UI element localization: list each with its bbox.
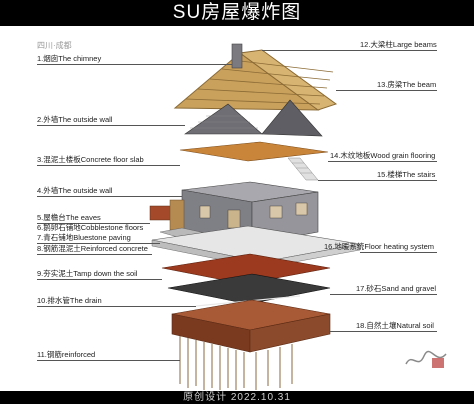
- label-floor-heating: 16.地暖系统Floor heating system: [324, 242, 435, 251]
- roof-beams: [173, 49, 338, 111]
- leader-line: [37, 306, 196, 307]
- region-label: 四川·成都: [37, 41, 72, 50]
- outside-wall-upper: [184, 99, 323, 137]
- leader-line: [336, 90, 437, 91]
- leader-line: [37, 223, 150, 224]
- tamp-soil: [161, 253, 331, 285]
- label-eaves: 5.屋檐台The eaves: [37, 213, 101, 222]
- leader-line: [330, 331, 437, 332]
- label-natural-soil: 18.自然土壤Natural soil: [356, 321, 434, 330]
- footer-bar: 原创设计 2022.10.31: [0, 391, 474, 404]
- label-reinforced: 11.钢筋reinforced: [37, 350, 96, 359]
- label-bluestone: 7.青石铺地Bluestone paving: [37, 233, 131, 242]
- label-outside-wall-lower: 4.外墙The outside wall: [37, 186, 113, 195]
- label-outside-wall-upper: 2.外墙The outside wall: [37, 115, 113, 124]
- leader-line: [318, 180, 437, 181]
- leader-line: [37, 64, 232, 65]
- leader-line: [328, 161, 437, 162]
- leader-line: [37, 243, 160, 244]
- label-chimney: 1.烟囱The chimney: [37, 54, 102, 63]
- leader-line: [330, 294, 437, 295]
- label-tamp-soil: 9.夯实泥土Tamp down the soil: [37, 269, 138, 278]
- leader-line: [360, 252, 437, 253]
- leader-line: [37, 196, 182, 197]
- leader-line: [262, 50, 437, 51]
- page-title: SU房屋爆炸图: [172, 2, 302, 23]
- footer-caption: 原创设计 2022.10.31: [183, 392, 291, 403]
- reinforcing-bars: [179, 336, 293, 390]
- leader-line: [37, 125, 185, 126]
- leader-line: [37, 279, 162, 280]
- wood-floor: [179, 141, 329, 162]
- natural-soil: [171, 299, 331, 353]
- label-wood-floor: 14.木纹地板Wood grain flooring: [330, 151, 436, 160]
- label-cobblestone: 6.鹅卵石铺地Cobblestone floors: [37, 223, 144, 232]
- label-concrete-slab: 3.混泥土楼板Concrete floor slab: [37, 155, 144, 164]
- label-reinforced-concrete: 8.钢筋混泥土Reinforced concrete: [37, 244, 148, 253]
- chimney: [231, 43, 243, 69]
- leader-line: [37, 254, 152, 255]
- signature-stamp: [405, 350, 447, 368]
- header-bar: SU房屋爆炸图: [0, 0, 474, 26]
- leader-line: [37, 360, 180, 361]
- label-sand-gravel: 17.砂石Sand and gravel: [356, 284, 437, 293]
- sand-gravel: [167, 273, 331, 305]
- label-stairs: 15.楼梯The stairs: [377, 170, 436, 179]
- house-exploded-illustration: [149, 43, 361, 390]
- leader-line: [37, 165, 180, 166]
- label-beam: 13.房梁The beam: [377, 80, 437, 89]
- label-large-beams: 12.大梁柱Large beams: [360, 40, 437, 49]
- stairs: [287, 157, 319, 181]
- label-drain: 10.排水管The drain: [37, 296, 102, 305]
- eaves-and-cobble: [149, 199, 211, 241]
